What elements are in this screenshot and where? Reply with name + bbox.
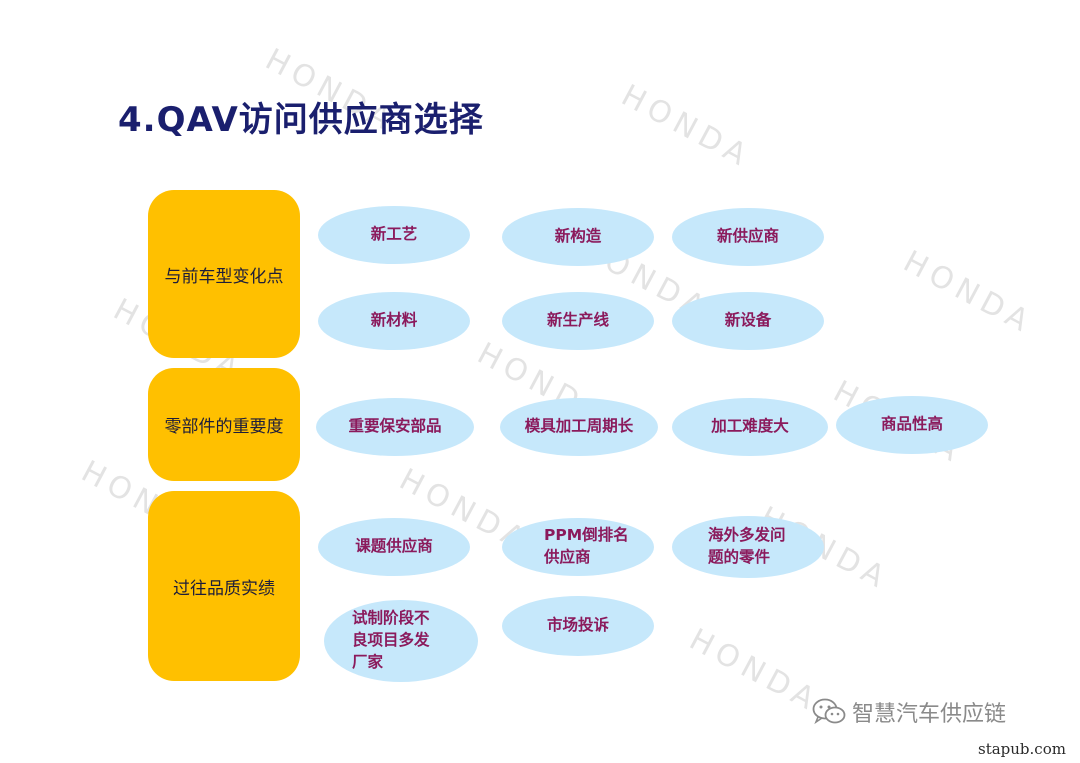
category-box-part-importance: 零部件的重要度 <box>148 368 300 481</box>
category-box-quality-history: 过往品质实绩 <box>148 491 300 681</box>
item-new-process: 新工艺 <box>318 206 470 264</box>
wechat-account: 智慧汽车供应链 <box>812 696 1006 728</box>
item-issue-supplier: 课题供应商 <box>318 518 470 576</box>
item-high-marketability: 商品性高 <box>836 396 988 454</box>
watermark: HONDA <box>615 78 758 176</box>
item-high-machining-difficulty: 加工难度大 <box>672 398 828 456</box>
category-box-change-points: 与前车型变化点 <box>148 190 300 358</box>
item-new-production-line: 新生产线 <box>502 292 654 350</box>
item-market-complaints: 市场投诉 <box>502 596 654 656</box>
item-ppm-bottom-supplier: PPM倒排名 供应商 <box>502 518 654 576</box>
watermark: HONDA <box>897 244 1040 342</box>
watermark: HONDA <box>683 622 826 720</box>
item-new-equipment: 新设备 <box>672 292 824 350</box>
item-long-mold-cycle: 模具加工周期长 <box>500 398 658 456</box>
wechat-account-name: 智慧汽车供应链 <box>852 702 1007 727</box>
item-new-structure: 新构造 <box>502 208 654 266</box>
site-url: stapub.com <box>978 740 1066 758</box>
item-overseas-frequent-issue-parts: 海外多发问 题的零件 <box>672 516 824 578</box>
item-new-supplier: 新供应商 <box>672 208 824 266</box>
item-trial-defect-suppliers: 试制阶段不 良项目多发 厂家 <box>324 600 478 682</box>
item-safety-critical-parts: 重要保安部品 <box>316 398 474 456</box>
wechat-icon <box>812 698 846 726</box>
item-new-material: 新材料 <box>318 292 470 350</box>
page-title: 4.QAV访问供应商选择 <box>118 100 484 140</box>
